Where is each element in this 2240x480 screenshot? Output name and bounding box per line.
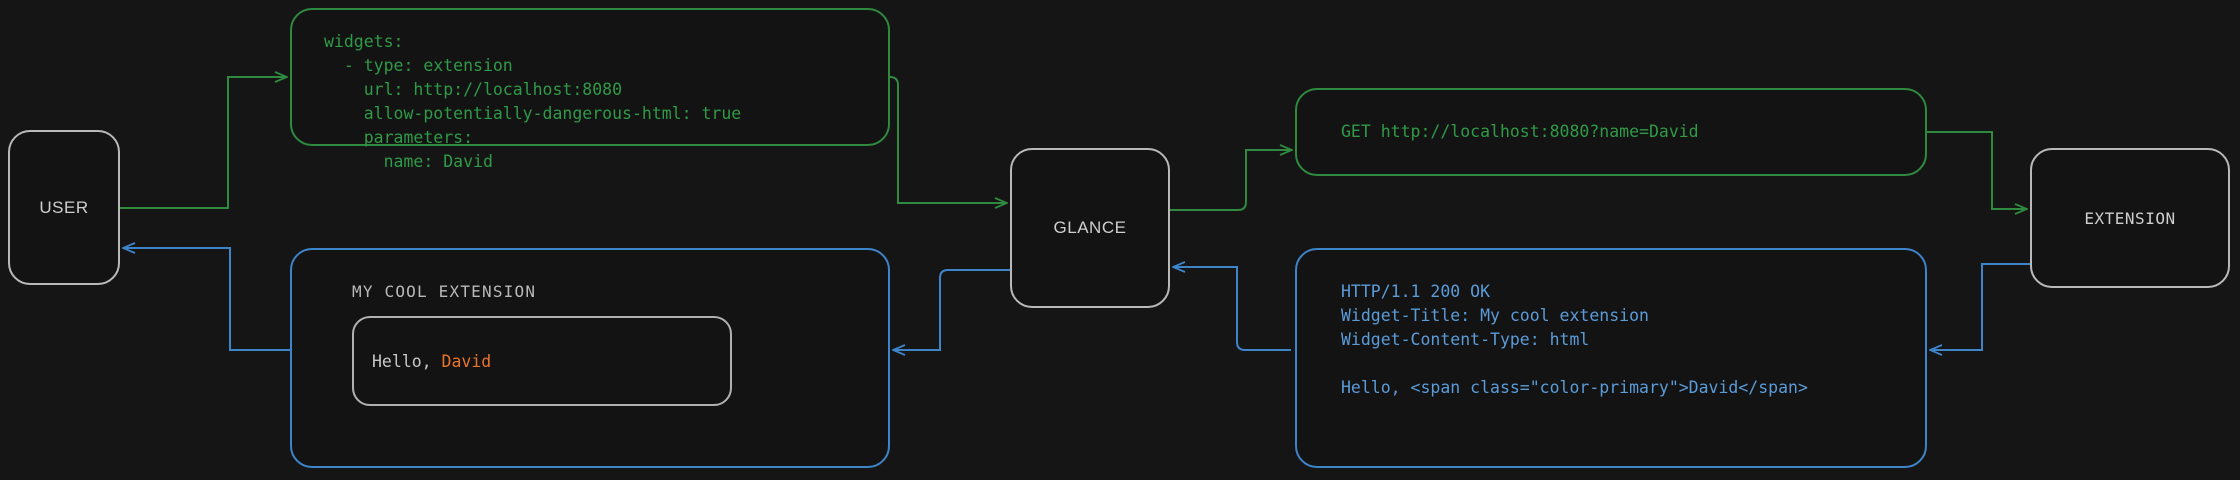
greeting-prefix: Hello, bbox=[372, 351, 442, 371]
edge-widget-to-user bbox=[124, 248, 290, 351]
panel-yaml-config: widgets: - type: extension url: http://l… bbox=[290, 8, 890, 171]
panel-http-request: GET http://localhost:8080?name=David bbox=[1295, 88, 1927, 176]
node-extension[interactable]: EXTENSION bbox=[2030, 148, 2230, 288]
panel-rendered-widget: MY COOL EXTENSION Hello, David bbox=[290, 248, 890, 468]
http-request-code: GET http://localhost:8080?name=David bbox=[1341, 122, 1699, 141]
edge-glance-to-request bbox=[1170, 150, 1291, 211]
rendered-widget-title: MY COOL EXTENSION bbox=[352, 282, 537, 301]
edge-user-to-config bbox=[120, 77, 286, 209]
greeting-accent-name: David bbox=[441, 351, 492, 371]
edge-glance-to-widget bbox=[894, 269, 1010, 350]
edge-response-to-glance bbox=[1174, 267, 1291, 351]
node-user[interactable]: USER bbox=[8, 130, 120, 285]
http-response-code: HTTP/1.1 200 OK Widget-Title: My cool ex… bbox=[1341, 282, 1808, 397]
rendered-widget-card: Hello, David bbox=[352, 316, 732, 406]
node-extension-label: EXTENSION bbox=[2084, 208, 2176, 228]
edge-request-to-extension bbox=[1927, 131, 2026, 209]
node-user-label: USER bbox=[39, 197, 89, 217]
node-glance[interactable]: GLANCE bbox=[1010, 148, 1170, 308]
node-glance-label: GLANCE bbox=[1053, 218, 1127, 237]
yaml-config-code: widgets: - type: extension url: http://l… bbox=[324, 32, 742, 171]
edge-config-to-glance bbox=[889, 76, 1006, 203]
rendered-widget-greeting: Hello, David bbox=[372, 352, 491, 371]
edge-extension-to-response bbox=[1931, 263, 2030, 350]
panel-http-response: HTTP/1.1 200 OK Widget-Title: My cool ex… bbox=[1295, 248, 1927, 468]
